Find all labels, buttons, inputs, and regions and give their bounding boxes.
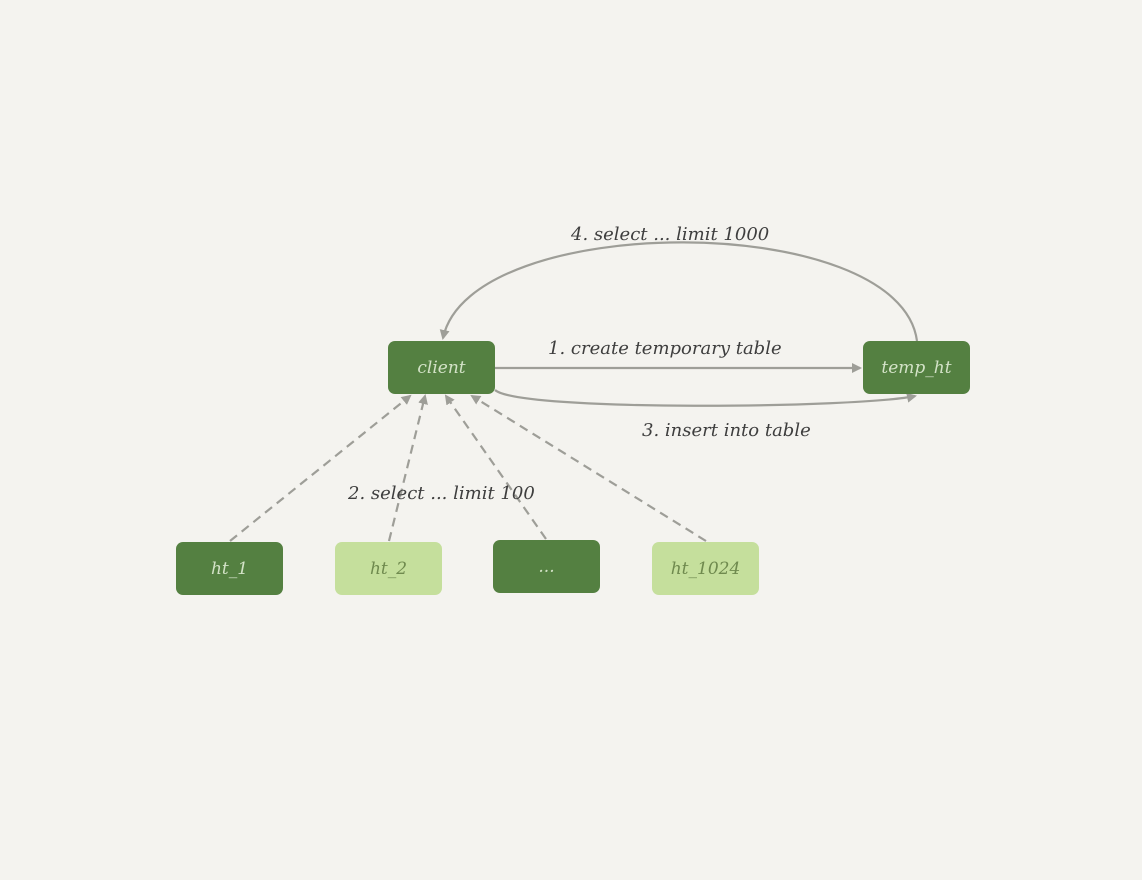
edge-label-insert: 3. insert into table [642,420,811,441]
edge-label-select-shards: 2. select ... limit 100 [348,483,535,504]
node-temp-ht: temp_ht [863,341,970,394]
node-ht-2: ht_2 [335,542,442,595]
node-ellipsis: ... [493,540,600,593]
edge-ellipsis-arrow [444,394,547,540]
node-ht-1: ht_1 [176,542,283,595]
edge-label-select-final: 4. select ... limit 1000 [571,224,770,245]
edge-select-final-arrow [439,241,919,342]
node-client: client [388,341,495,394]
node-ht-1024: ht_1024 [652,542,759,595]
edge-ht1-arrow [229,394,412,542]
edge-ht2-arrow [387,394,428,542]
edge-ht1024-arrow [470,394,707,542]
edge-label-create: 1. create temporary table [548,338,782,359]
edge-insert-arrow [494,389,917,407]
